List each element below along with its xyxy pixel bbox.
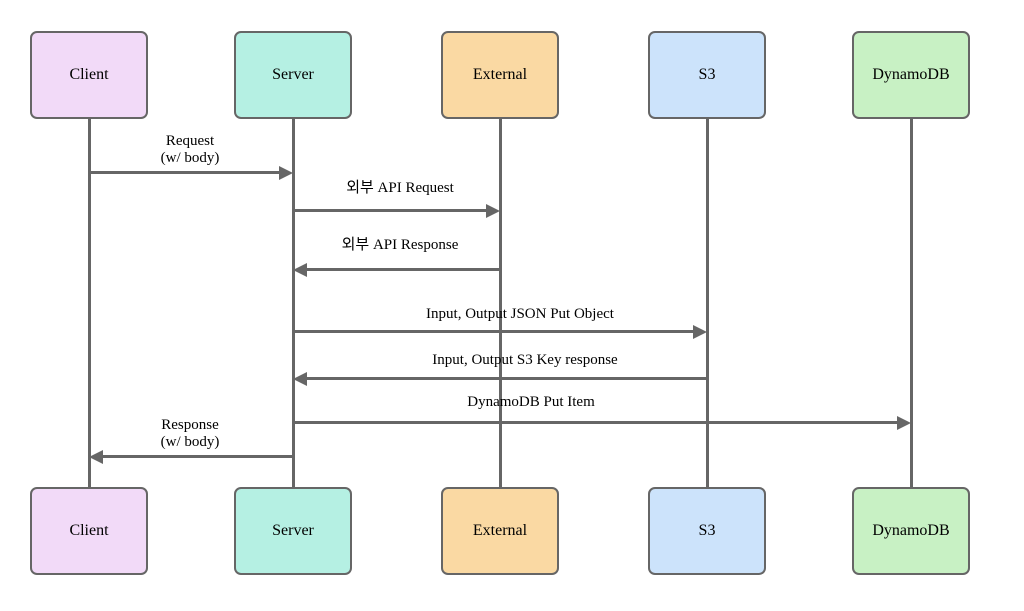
actor-label: Client xyxy=(69,522,109,539)
actor-label: DynamoDB xyxy=(872,66,950,83)
message-label-s3-key-response: Input, Output S3 Key response xyxy=(432,352,618,368)
actor-box-client-top: Client xyxy=(30,31,148,119)
actor-label: DynamoDB xyxy=(872,522,950,539)
message-label-external-api-response: 외부 API Response xyxy=(341,237,459,253)
actor-box-dynamodb-top: DynamoDB xyxy=(852,31,970,119)
actor-box-external-bottom: External xyxy=(441,487,559,575)
actor-label: S3 xyxy=(698,522,716,539)
message-label-request: Request (w/ body) xyxy=(160,133,220,166)
actor-label: External xyxy=(472,522,528,539)
actor-label: External xyxy=(472,66,528,83)
message-label-dynamodb-put-item: DynamoDB Put Item xyxy=(467,394,595,410)
lifeline-client xyxy=(88,119,91,487)
actor-box-external-top: External xyxy=(441,31,559,119)
arrowhead-right-icon xyxy=(693,325,707,339)
actor-box-s3-top: S3 xyxy=(648,31,766,119)
message-label-json-put-object: Input, Output JSON Put Object xyxy=(426,306,614,322)
lifeline-dynamodb xyxy=(910,119,913,487)
arrowhead-right-icon xyxy=(897,416,911,430)
arrowhead-left-icon xyxy=(89,450,103,464)
arrowhead-left-icon xyxy=(293,372,307,386)
actor-box-server-top: Server xyxy=(234,31,352,119)
actor-box-server-bottom: Server xyxy=(234,487,352,575)
message-arrow-external-api-request xyxy=(293,209,488,212)
actor-label: Server xyxy=(272,66,314,83)
message-arrow-request xyxy=(89,171,281,174)
actor-label: Client xyxy=(69,66,109,83)
message-label-external-api-request: 외부 API Request xyxy=(346,180,454,196)
arrowhead-right-icon xyxy=(486,204,500,218)
lifeline-s3 xyxy=(706,119,709,487)
actor-box-dynamodb-bottom: DynamoDB xyxy=(852,487,970,575)
message-arrow-external-api-response xyxy=(305,268,500,271)
message-arrow-json-put-object xyxy=(293,330,695,333)
actor-box-client-bottom: Client xyxy=(30,487,148,575)
actor-box-s3-bottom: S3 xyxy=(648,487,766,575)
message-arrow-response xyxy=(101,455,293,458)
lifeline-server xyxy=(292,119,295,487)
actor-label: Server xyxy=(272,522,314,539)
message-arrow-s3-key-response xyxy=(305,377,707,380)
message-label-response: Response (w/ body) xyxy=(160,417,220,450)
arrowhead-left-icon xyxy=(293,263,307,277)
actor-label: S3 xyxy=(698,66,716,83)
message-arrow-dynamodb-put-item xyxy=(293,421,899,424)
lifeline-external xyxy=(499,119,502,487)
arrowhead-right-icon xyxy=(279,166,293,180)
